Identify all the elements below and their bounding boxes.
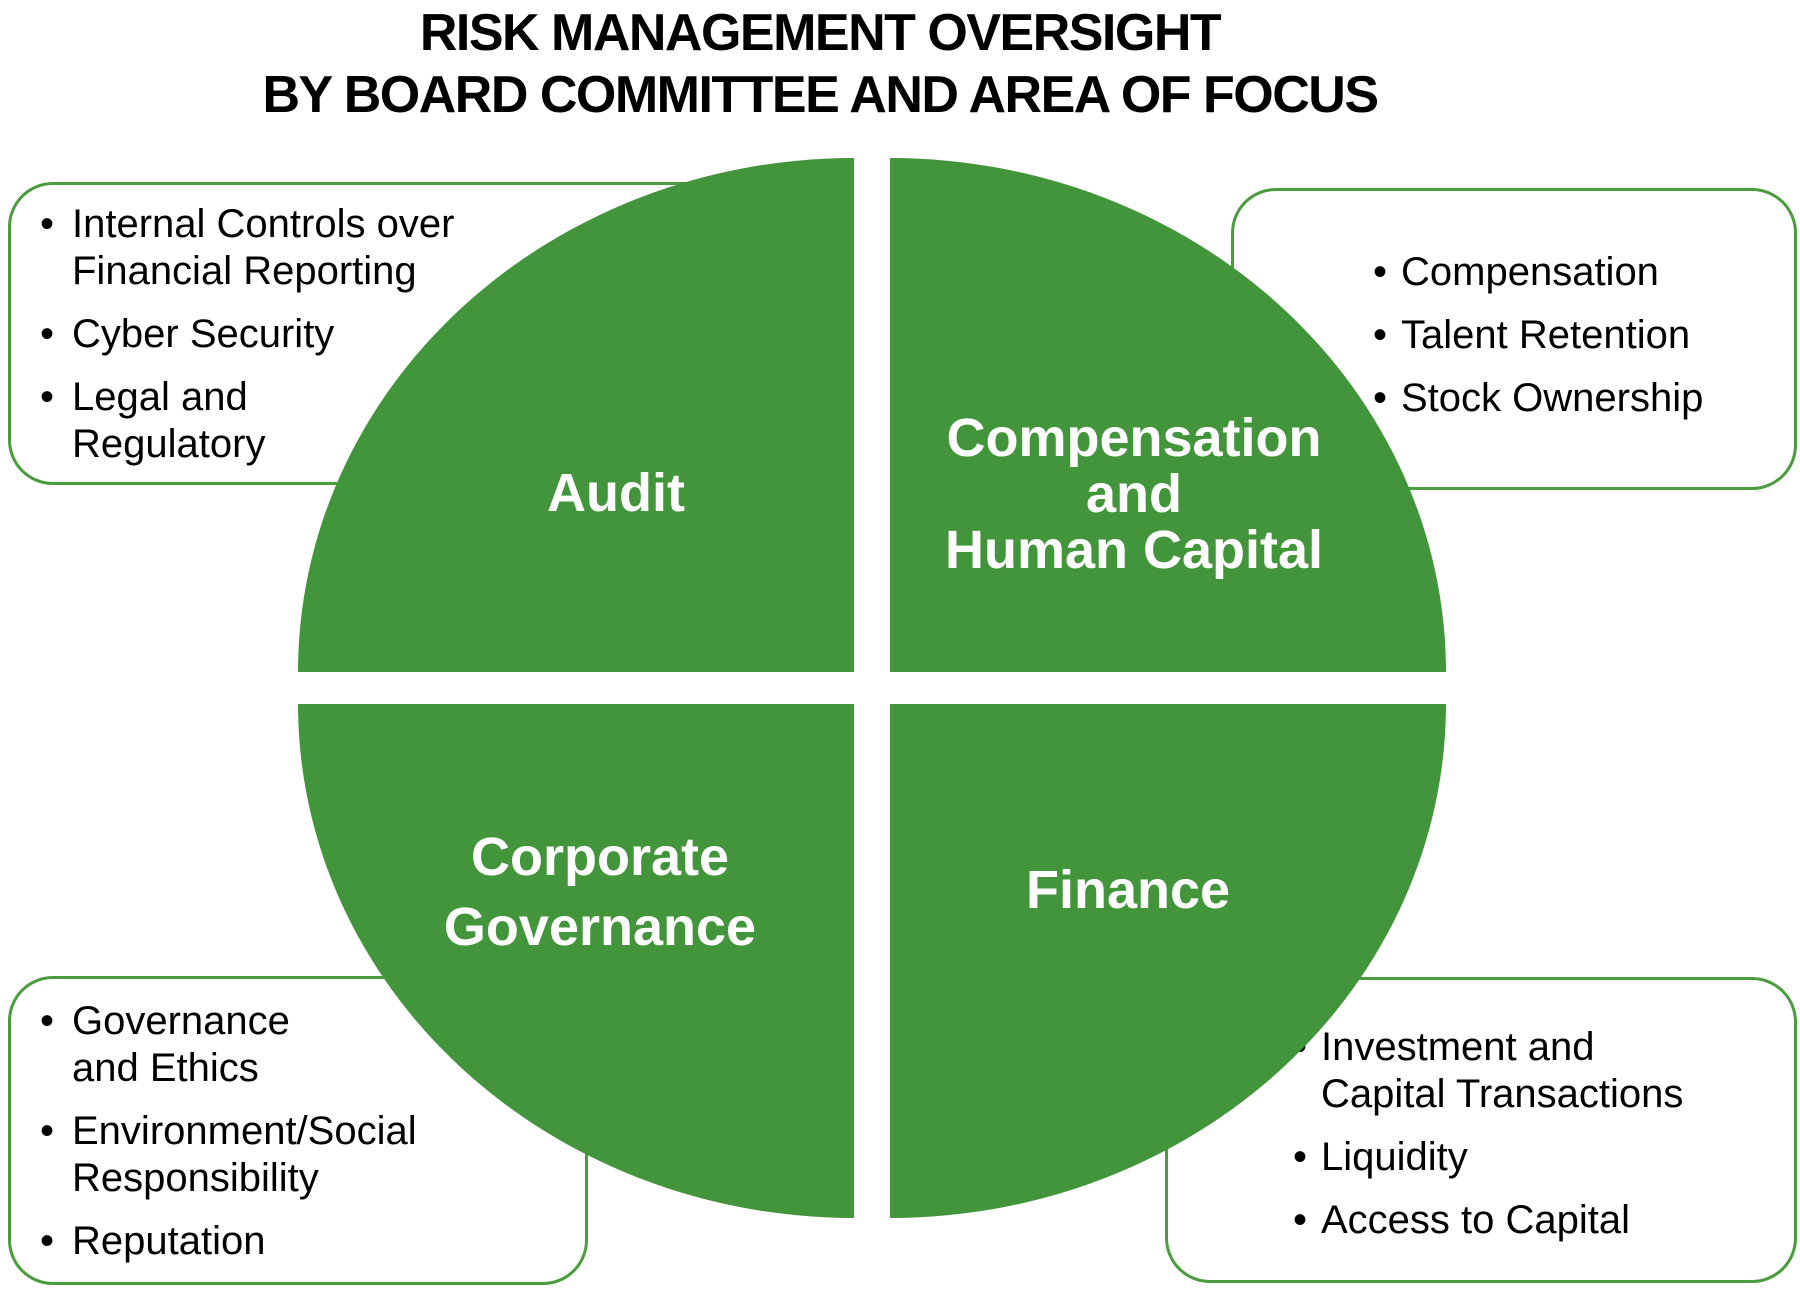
bullet-dot-icon: • [40, 999, 55, 1043]
bullet-text: Cyber Security [72, 312, 335, 356]
audit-focus-list: • Internal Controls over Financial Report… [40, 201, 454, 484]
compensation-focus-list: • Compensation • Talent Retention • Stock Own… [1373, 249, 1703, 438]
bullet-text: Stock Ownership [1401, 376, 1704, 420]
quadrant-label-compensation: Compensation and Human Capital [944, 408, 1324, 580]
bullet-dot-icon: • [1373, 313, 1388, 357]
bullet-dot-icon: • [1373, 250, 1388, 294]
bullet-item: • Internal Controls over Financial Report… [40, 201, 454, 295]
bullet-dot-icon: • [1293, 1198, 1308, 1242]
quadrant-label-audit: Audit [547, 463, 685, 523]
bullet-text: Compensation [1401, 250, 1659, 294]
bullet-text: Governance and Ethics [72, 999, 290, 1090]
quadrant-label-finance: Finance [1025, 860, 1231, 920]
quadrant-label-governance: Corporate Governance [443, 827, 757, 957]
bullet-item: • Compensation [1373, 249, 1703, 296]
bullet-item: • Governance and Ethics [40, 998, 417, 1092]
bullet-dot-icon: • [1373, 376, 1388, 420]
bullet-item: • Stock Ownership [1373, 375, 1703, 422]
bullet-item: • Talent Retention [1373, 312, 1703, 359]
bullet-dot-icon: • [40, 202, 55, 246]
bullet-dot-icon: • [40, 312, 55, 356]
bullet-dot-icon: • [40, 1109, 55, 1153]
bullet-text: Internal Controls over Financial Reporti… [72, 202, 455, 293]
bullet-item: •Investment and Capital Transactions [1293, 1024, 1683, 1118]
bullet-text: Reputation [72, 1219, 266, 1263]
bullet-text: Talent Retention [1401, 313, 1691, 357]
bullet-text: Investment and Capital Transactions [1321, 1025, 1684, 1116]
bullet-item: • Reputation [40, 1218, 417, 1265]
governance-focus-list: • Governance and Ethics • Environment/Socia… [40, 998, 417, 1281]
bullet-item: • Legal and Regulatory [40, 374, 454, 468]
bullet-dot-icon: • [1293, 1135, 1308, 1179]
bullet-item: • Environment/Social Responsibility [40, 1108, 417, 1202]
page-title: RISK MANAGEMENT OVERSIGHT BY BOARD COMMI… [262, 4, 1379, 124]
bullet-dot-icon: • [40, 1219, 55, 1263]
bullet-text: Liquidity [1321, 1135, 1468, 1179]
bullet-text: Legal and Regulatory [72, 375, 266, 466]
bullet-dot-icon: • [40, 375, 55, 419]
finance-focus-list: •Investment and Capital Transactions•Liq… [1293, 1024, 1683, 1260]
bullet-text: Environment/Social Responsibility [72, 1109, 417, 1200]
bullet-item: • Cyber Security [40, 311, 454, 358]
bullet-item: • Liquidity [1293, 1134, 1683, 1181]
bullet-item: • Access to Capital [1293, 1197, 1683, 1244]
bullet-text: Access to Capital [1321, 1198, 1631, 1242]
